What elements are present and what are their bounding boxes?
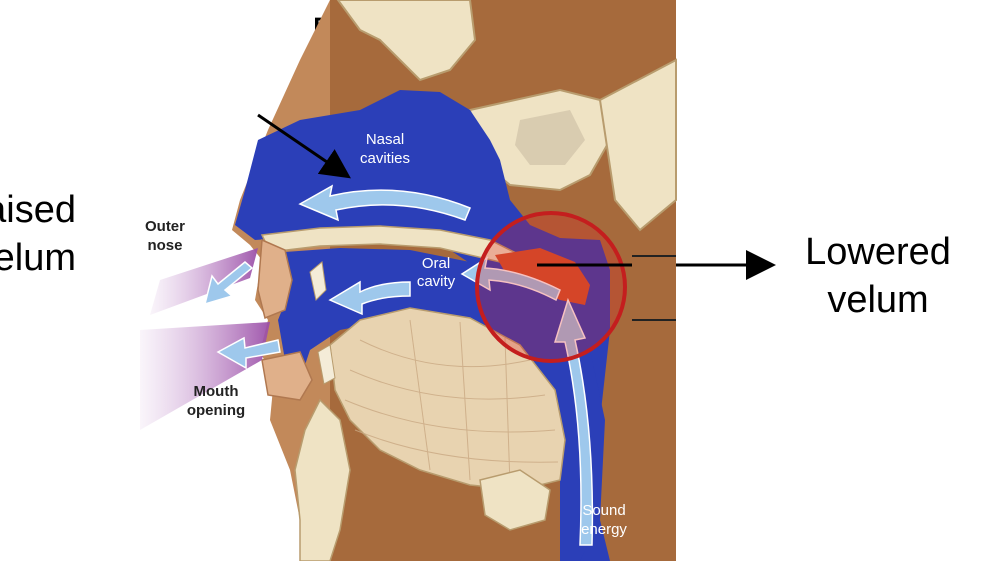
mouth-opening-label-2: opening	[187, 402, 245, 419]
nasal-cavities-label-2: cavities	[360, 150, 410, 167]
resonance-highlight-circle	[477, 213, 625, 361]
outer-nose-label: Outer	[145, 218, 185, 235]
sound-energy-label-2: energy	[581, 521, 627, 538]
oral-cavity-label-2: cavity	[417, 273, 456, 290]
oral-cavity-label: Oral	[422, 255, 450, 272]
nasal-cavities-label: Nasal	[366, 131, 404, 148]
mouth-opening-label: Mouth	[194, 383, 239, 400]
outer-nose-label-2: nose	[147, 237, 182, 254]
sound-energy-label: Sound	[582, 502, 625, 519]
